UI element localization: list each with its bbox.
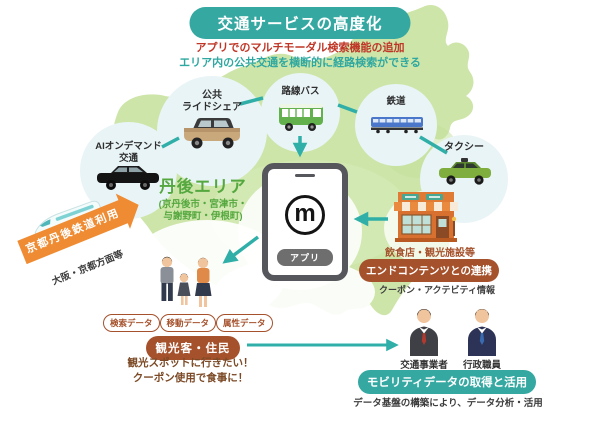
- page-title: 交通サービスの高度化: [189, 7, 411, 39]
- arrow-app-to-users: [222, 235, 260, 264]
- phone-speaker: [295, 174, 315, 177]
- train-icon: [371, 117, 423, 134]
- mobility-data-description: データ基盤の構築により、データ分析・活用: [353, 398, 543, 409]
- end-content-pill: エンドコンテンツとの連携: [359, 259, 499, 282]
- stakeholder-label-transport-operator: 交通事業者: [400, 360, 448, 371]
- store-label: 飲食店・観光施設等: [385, 248, 475, 259]
- app-logo-icon: m: [285, 195, 325, 235]
- subtitle-red: アプリでのマルチモーダル検索機能の追加: [195, 42, 405, 54]
- node-label-ai-ondemand: AIオンデマンド 交通: [95, 141, 162, 164]
- node-label-taxi: タクシー: [444, 142, 484, 153]
- end-content-info: クーポン・アクテビティ情報: [378, 285, 495, 295]
- node-label-bus: 路線バス: [281, 86, 320, 97]
- data-tag-row: 検索データ 移動データ 属性データ: [103, 314, 273, 332]
- taxi-icon: [439, 158, 491, 185]
- black-sedan-icon: [97, 166, 159, 190]
- area-name: 丹後エリア: [159, 178, 247, 196]
- data-tag-attribute: 属性データ: [216, 314, 273, 332]
- bus-icon: [279, 104, 323, 131]
- storefront-icon: [394, 192, 458, 242]
- data-tag-movement: 移動データ: [159, 314, 217, 332]
- node-label-rideshare: 公共 ライドシェア: [182, 90, 242, 113]
- stakeholder-label-government-staff: 行政職員: [462, 360, 501, 371]
- users-quote: 観光スポットに行きたい！ クーポン使用で食事に！: [127, 357, 254, 384]
- transport-operator-icon: [410, 309, 438, 356]
- government-staff-icon: [468, 309, 496, 356]
- smartphone: m アプリ: [262, 163, 348, 281]
- app-label: アプリ: [276, 249, 334, 266]
- subtitle-teal: エリア内の公共交通を横断的に経路検索ができる: [179, 57, 421, 69]
- node-label-rail: 鉄道: [386, 96, 406, 107]
- users-pill: 観光客・住民: [146, 336, 240, 360]
- data-tag-search: 検索データ: [103, 314, 160, 332]
- minivan-icon: [184, 118, 240, 149]
- mobility-data-pill: モビリティデータの取得と活用: [358, 370, 536, 394]
- area-cities: (京丹後市・宮津市・ 与謝野町・伊根町): [158, 199, 248, 222]
- area-label-block: 丹後エリア (京丹後市・宮津市・ 与謝野町・伊根町): [143, 173, 263, 223]
- family-icon: [160, 256, 212, 307]
